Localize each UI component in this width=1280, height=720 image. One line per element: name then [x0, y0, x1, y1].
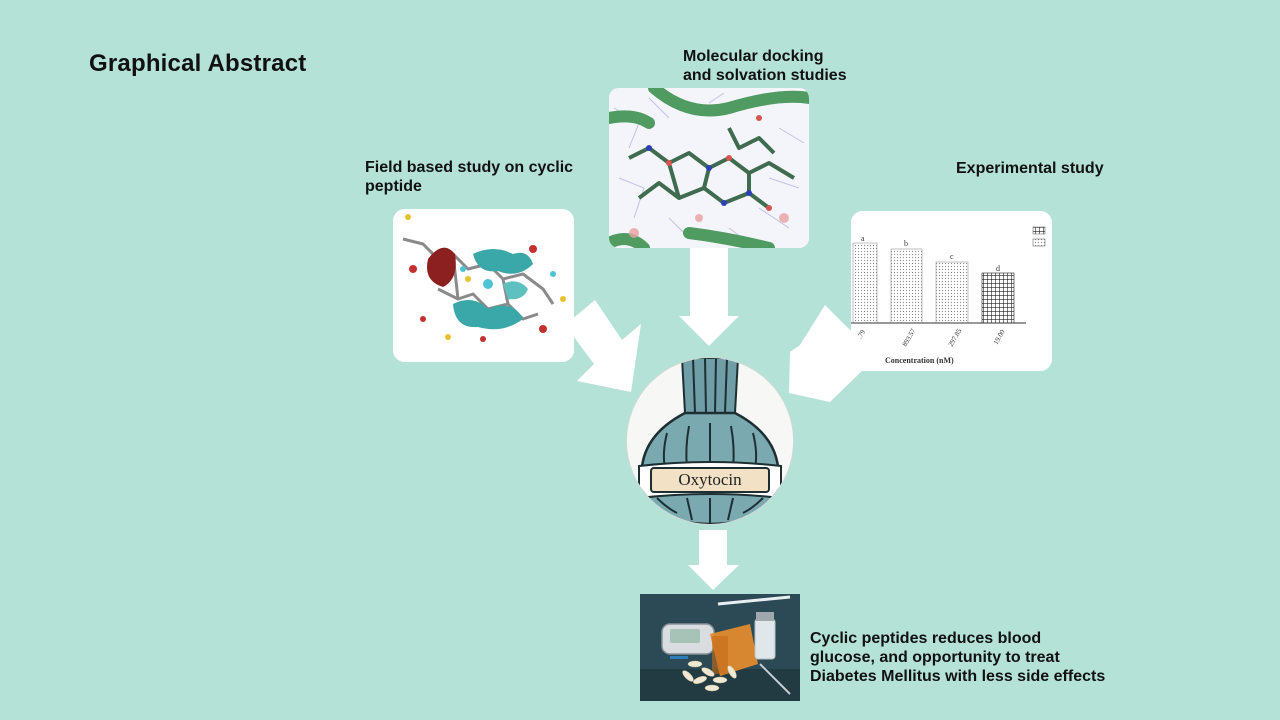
- experimental-study-label: Experimental study: [956, 160, 1104, 177]
- docking-image: [609, 88, 809, 248]
- oxytocin-flask-image: Oxytocin: [626, 357, 794, 525]
- experimental-chart-image: a b c d .79 893.57 297.85 19.00 Concentr…: [851, 211, 1052, 371]
- docking-label-line1: Molecular docking: [683, 48, 824, 65]
- field-study-image: [393, 209, 574, 362]
- diabetes-treatment-photo: [640, 594, 800, 701]
- docking-label-line2: and solvation studies: [683, 67, 847, 84]
- field-label-line1: Field based study on cyclic: [365, 159, 574, 176]
- field-study-label: Field based study on cyclic peptide: [365, 158, 573, 196]
- arrow-down-top: [679, 246, 739, 346]
- arrow-diagonal-right: [789, 305, 865, 402]
- bar-a: [852, 242, 878, 324]
- tick-1: .79: [856, 328, 868, 340]
- result-line1: Cyclic peptides reduces blood: [810, 630, 1042, 647]
- field-label-line2: peptide: [365, 178, 422, 195]
- bar-letter-a: a: [861, 234, 865, 243]
- flask-label-text: Oxytocin: [678, 470, 742, 489]
- bar-d: [981, 272, 1015, 324]
- bar-letter-c: c: [950, 252, 954, 261]
- bar-c: [935, 261, 969, 324]
- arrow-down-bottom: [688, 530, 739, 590]
- result-line3: Diabetes Mellitus with less side effects: [810, 668, 1106, 685]
- result-line2: glucose, and opportunity to treat: [810, 649, 1060, 666]
- docking-label: Molecular docking and solvation studies: [683, 47, 847, 85]
- bar-b: [890, 248, 923, 324]
- bar-letter-d: d: [996, 264, 1000, 273]
- chart-xlabel: Concentration (nM): [885, 356, 954, 365]
- bar-letter-b: b: [904, 239, 908, 248]
- page-title: Graphical Abstract: [89, 50, 307, 77]
- arrow-diagonal-left: [565, 300, 641, 392]
- result-text: Cyclic peptides reduces blood glucose, a…: [810, 629, 1105, 686]
